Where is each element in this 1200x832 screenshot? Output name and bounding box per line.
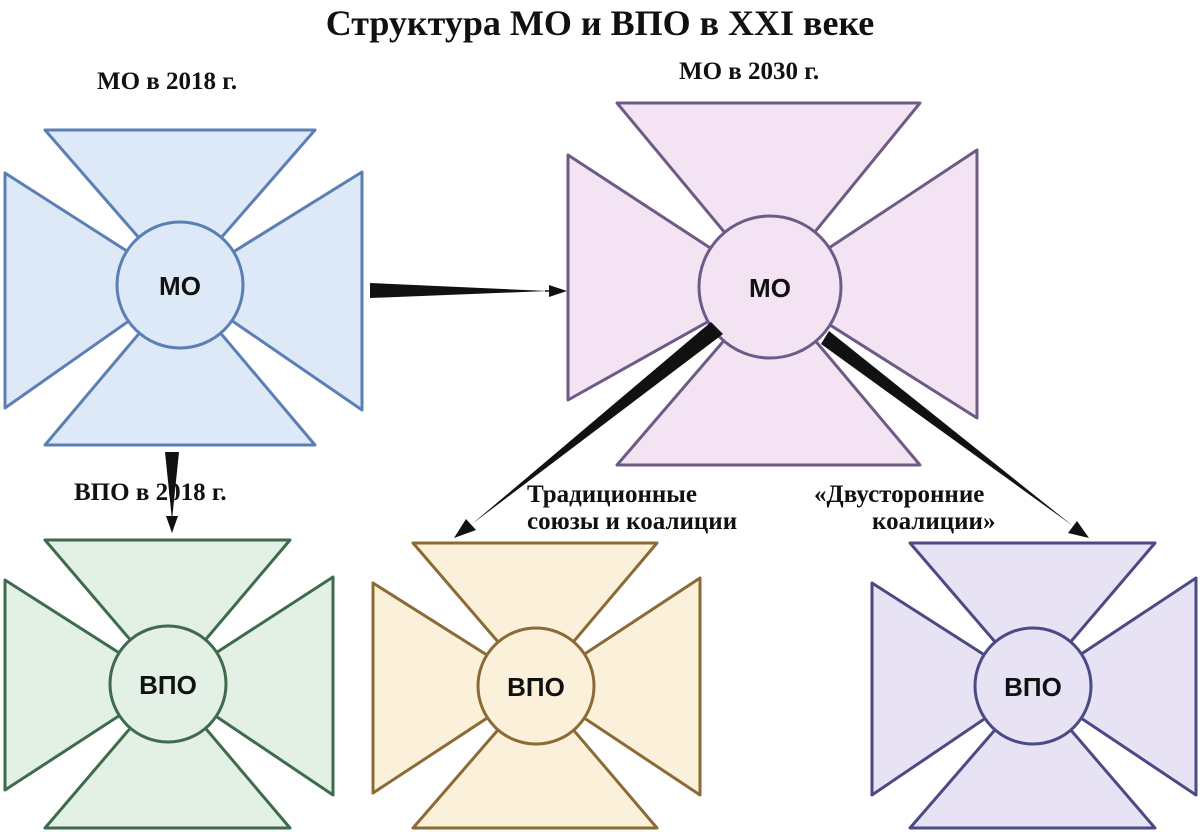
cross-arm-top bbox=[43, 128, 317, 287]
cross-vpo-traditional: ВПО bbox=[371, 541, 702, 830]
cross-arm-bottom bbox=[908, 684, 1157, 830]
cross-center-label: МО bbox=[159, 271, 201, 301]
label-vpo-2018: ВПО в 2018 г. bbox=[74, 479, 227, 506]
cross-mo-2018: МО bbox=[3, 128, 364, 447]
cross-arm-top bbox=[411, 541, 659, 688]
cross-arm-top bbox=[908, 541, 1157, 688]
cross-center-circle bbox=[115, 220, 245, 350]
cross-arm-right bbox=[534, 576, 702, 797]
cross-center-label: ВПО bbox=[139, 670, 197, 700]
label-bilateral-line2: коалиции» bbox=[872, 508, 996, 535]
cross-center-label: МО bbox=[749, 273, 791, 303]
cross-mo-2030: МО bbox=[566, 101, 979, 467]
arrow-mo2030-to-traditional bbox=[454, 322, 723, 538]
cross-center-circle bbox=[973, 626, 1093, 746]
cross-vpo-bilateral: ВПО bbox=[870, 541, 1198, 830]
cross-arm-right bbox=[768, 148, 979, 420]
cross-arm-right bbox=[178, 170, 364, 412]
arrow-mo2030-to-bilateral bbox=[821, 331, 1089, 538]
arrow-wedge bbox=[821, 331, 1073, 526]
arrow-mo2018-to-mo2030 bbox=[370, 283, 567, 298]
arrow-head bbox=[549, 285, 567, 297]
cross-arm-left bbox=[371, 581, 538, 795]
cross-center-circle bbox=[108, 624, 228, 744]
cross-center-circle bbox=[476, 626, 596, 746]
cross-arm-bottom bbox=[615, 285, 922, 467]
arrow-wedge bbox=[165, 452, 179, 520]
label-bilateral-line1: «Двусторонние bbox=[814, 481, 985, 508]
label-traditional-line1: Традиционные bbox=[527, 481, 697, 508]
arrow-wedge bbox=[472, 322, 723, 524]
cross-arm-left bbox=[3, 171, 182, 410]
arrow-mo2018-to-vpo2018 bbox=[165, 452, 179, 533]
cross-center-circle bbox=[697, 214, 843, 360]
cross-center-label: ВПО bbox=[1004, 672, 1062, 702]
label-traditional-line2: союзы и коалиции bbox=[527, 508, 738, 535]
cross-arm-left bbox=[566, 153, 772, 402]
arrow-wedge bbox=[370, 283, 548, 298]
cross-arm-left bbox=[3, 578, 170, 792]
label-mo-2030: МО в 2030 г. bbox=[679, 58, 820, 85]
cross-vpo-2018: ВПО bbox=[3, 538, 335, 830]
cross-arm-bottom bbox=[43, 682, 292, 830]
arrow-head bbox=[454, 519, 476, 538]
cross-arm-top bbox=[615, 101, 922, 289]
arrow-head bbox=[166, 516, 178, 533]
cross-arm-left bbox=[870, 581, 1035, 797]
arrow-head bbox=[1068, 521, 1089, 538]
cross-arm-right bbox=[166, 575, 335, 797]
cross-arm-right bbox=[1031, 576, 1198, 797]
label-mo-2018: МО в 2018 г. bbox=[97, 68, 238, 95]
cross-center-label: ВПО bbox=[507, 672, 565, 702]
cross-arm-top bbox=[43, 538, 292, 686]
cross-arm-bottom bbox=[43, 283, 317, 447]
page-title: Структура МО и ВПО в XXI веке bbox=[325, 3, 875, 43]
cross-arm-bottom bbox=[411, 684, 659, 830]
